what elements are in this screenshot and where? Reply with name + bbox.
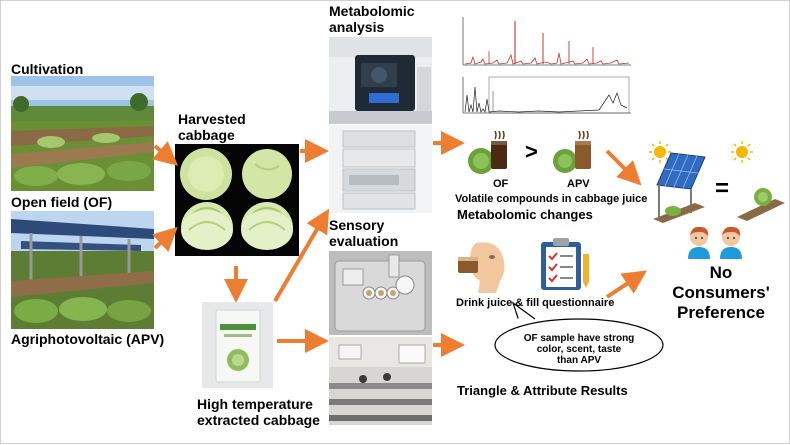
triangle-results-label: Triangle & Attribute Results [457,383,628,398]
apv-label: Agriphotovoltaic (APV) [11,331,165,347]
high-temp-label-line1: High temperature [197,396,313,412]
consumer-icon-right [716,225,746,259]
metabolomic-label-line2: analysis [329,19,385,35]
drink-juice-label: Drink juice & fill questionnaire [456,297,615,309]
solar-panel-icon [651,149,707,223]
arrow-extracted-to-metabolomic [273,208,330,303]
metabolomic-label-line1: Metabolomic [329,3,415,19]
harvested-label-line2: cabbage [178,127,235,143]
conclusion-line-3: Preference [677,303,765,322]
clipboard-icon [537,236,593,292]
sensory-room-photo [329,337,432,425]
bubble-line-3: than APV [556,355,602,366]
drinking-person-icon [456,237,520,293]
conclusion-text: No Consumers' Preference [661,263,781,323]
arrow-of-to-harvested [152,141,179,166]
of-juice-cup-group [467,130,527,176]
bubble-line-1: OF sample have strong [523,333,635,344]
extracted-cabbage-photo [202,302,273,388]
bubble-text: OF sample have strong color, scent, tast… [499,333,659,366]
harvested-cabbage-photo [175,144,299,256]
agriphotovoltaic-photo [11,211,154,329]
equals-sign: = [715,175,730,202]
metabolomic-changes-label: Metabolomic changes [457,207,593,222]
mass-spectrometer-photo [329,37,432,124]
sensory-label-line2: evaluation [329,233,399,249]
high-temp-label-line2: extracted cabbage [197,412,320,428]
open-field-soil-icon [737,177,785,221]
apv-short-label: APV [567,178,590,190]
arrow-sensory-to-conclusion [605,270,647,299]
sensory-tray-photo [329,251,432,335]
volatile-compounds-label: Volatile compounds in cabbage juice [455,193,648,205]
arrow-apv-to-harvested [152,226,178,252]
greater-than-sign: > [525,139,538,164]
open-field-label: Open field (OF) [11,194,113,210]
sun-icon-right [731,141,753,163]
of-short-label: OF [493,178,509,190]
chromatogram-bottom [459,75,634,117]
cultivation-label: Cultivation [11,61,84,77]
speech-bubble [489,301,665,373]
conclusion-line-2: Consumers' [672,283,770,302]
harvested-label-line1: Harvested [178,111,246,127]
bubble-line-2: color, scent, taste [536,344,622,355]
apv-juice-cup-group [553,130,613,176]
chromatography-instrument-photo [329,125,432,213]
open-field-photo [11,76,154,191]
arrow-metabolomic-to-conclusion [605,149,642,186]
conclusion-line-1: No [709,263,733,282]
sun-icon [649,141,671,163]
chromatogram-top [459,13,634,71]
sensory-label-line1: Sensory [329,217,385,233]
consumer-icon [684,225,714,259]
